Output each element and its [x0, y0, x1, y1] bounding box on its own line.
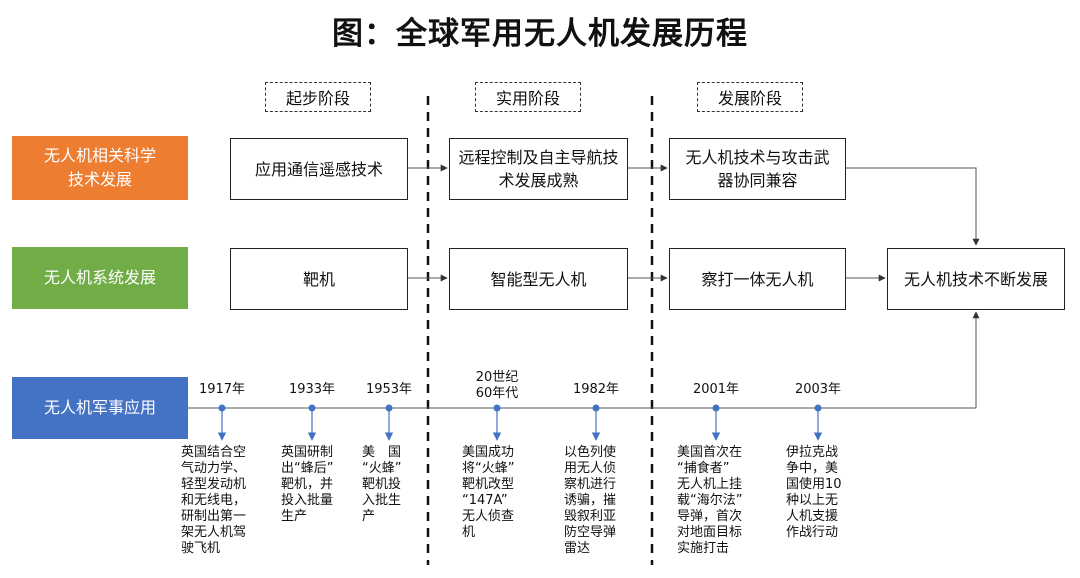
timeline-desc-1982: 以色列使用无人侦察机进行诱骗，摧毁叙利亚防空导弹雷达	[564, 445, 617, 556]
timeline-dot	[493, 404, 501, 412]
timeline-year: 2003年	[794, 382, 842, 397]
row-label-system: 无人机系统发展	[12, 247, 188, 309]
timeline-desc-2001: 美国首次在“捕食者”无人机上挂载“海尔法”导弹，首次对地面目标实施打击	[677, 445, 743, 556]
timeline-year: 1917年	[198, 382, 246, 397]
timeline-year: 1933年	[288, 382, 336, 397]
page-title: 图：全球军用无人机发展历程	[332, 16, 748, 52]
timeline-desc-1960s: 美国成功将“火蜂”靶机改型“147A”无人侦查机	[462, 445, 515, 540]
box-strike-recon-uav: 察打一体无人机	[669, 248, 846, 310]
timeline-dot	[592, 404, 600, 412]
box-weapon-compatibility: 无人机技术与攻击武器协同兼容	[669, 138, 846, 200]
timeline-dot	[814, 404, 822, 412]
box-remote-control-navigation: 远程控制及自主导航技术发展成熟	[449, 138, 628, 200]
box-intelligent-uav: 智能型无人机	[449, 248, 628, 310]
timeline-year: 2001年	[692, 382, 740, 397]
timeline-dot	[385, 404, 393, 412]
timeline-dot	[712, 404, 720, 412]
box-comm-remote-sensing: 应用通信遥感技术	[230, 138, 408, 200]
stage-label-start: 起步阶段	[265, 82, 371, 112]
timeline-year: 1953年	[365, 382, 413, 397]
row-label-science: 无人机相关科学技术发展	[12, 136, 188, 200]
timeline-dot	[218, 404, 226, 412]
stage-label-practical: 实用阶段	[475, 82, 581, 112]
timeline-desc-1917: 英国结合空气动力学、轻型发动机和无线电，研制出第一架无人机驾驶飞机	[181, 445, 247, 556]
timeline-desc-1933: 英国研制出“蜂后”靶机，并投入批量生产	[281, 445, 334, 524]
stage-label-development: 发展阶段	[697, 82, 803, 112]
timeline-desc-1953: 美 国“火蜂”靶机投入批生产	[362, 445, 402, 524]
timeline-year: 1982年	[572, 382, 620, 397]
row1-to-final-arrow	[846, 167, 980, 246]
timeline-markers	[217, 404, 823, 441]
row-label-military: 无人机军事应用	[12, 377, 188, 439]
box-target-drone: 靶机	[230, 248, 408, 310]
timeline-year: 20世纪 60年代	[475, 370, 519, 401]
box-continuous-development: 无人机技术不断发展	[887, 248, 1065, 310]
timeline-dot	[308, 404, 316, 412]
